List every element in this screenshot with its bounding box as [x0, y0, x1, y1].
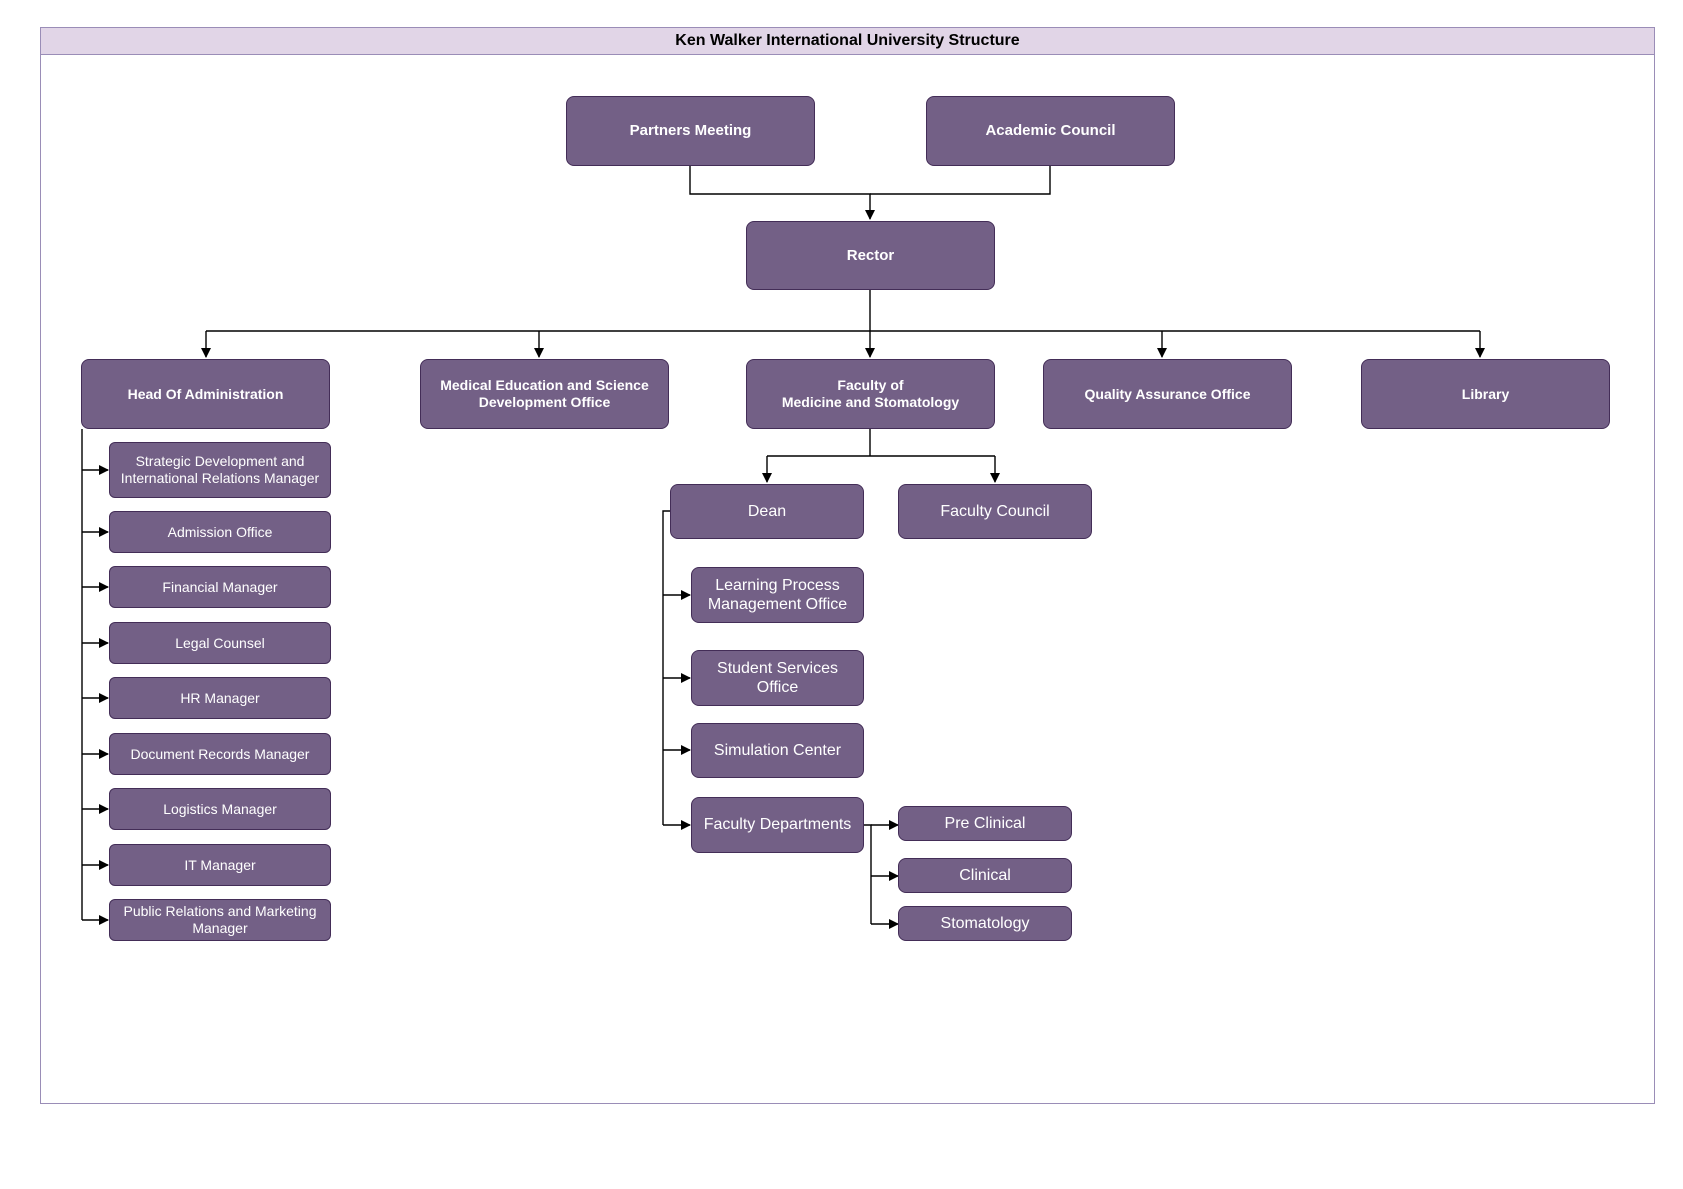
dept-stomatology-node: Stomatology	[898, 906, 1072, 941]
admin-item-admission-office: Admission Office	[109, 511, 331, 553]
admin-item-financial-manager: Financial Manager	[109, 566, 331, 608]
admin-item-hr-manager: HR Manager	[109, 677, 331, 719]
dean-node: Dean	[670, 484, 864, 539]
head-of-administration-node: Head Of Administration	[81, 359, 330, 429]
rector-node: Rector	[746, 221, 995, 290]
admin-item-public-relations: Public Relations and Marketing Manager	[109, 899, 331, 941]
medical-education-office-node: Medical Education and Science Developmen…	[420, 359, 669, 429]
admin-item-logistics-manager: Logistics Manager	[109, 788, 331, 830]
admin-item-document-records-manager: Document Records Manager	[109, 733, 331, 775]
faculty-node: Faculty of Medicine and Stomatology	[746, 359, 995, 429]
library-node: Library	[1361, 359, 1610, 429]
student-services-office-node: Student Services Office	[691, 650, 864, 706]
faculty-council-node: Faculty Council	[898, 484, 1092, 539]
dept-clinical-node: Clinical	[898, 858, 1072, 893]
dept-pre-clinical-node: Pre Clinical	[898, 806, 1072, 841]
faculty-departments-node: Faculty Departments	[691, 797, 864, 853]
learning-process-office-node: Learning Process Management Office	[691, 567, 864, 623]
quality-assurance-node: Quality Assurance Office	[1043, 359, 1292, 429]
admin-item-legal-counsel: Legal Counsel	[109, 622, 331, 664]
simulation-center-node: Simulation Center	[691, 723, 864, 778]
admin-item-strategic-development: Strategic Development and International …	[109, 442, 331, 498]
academic-council-node: Academic Council	[926, 96, 1175, 166]
partners-meeting-node: Partners Meeting	[566, 96, 815, 166]
diagram-title: Ken Walker International University Stru…	[40, 27, 1655, 55]
admin-item-it-manager: IT Manager	[109, 844, 331, 886]
